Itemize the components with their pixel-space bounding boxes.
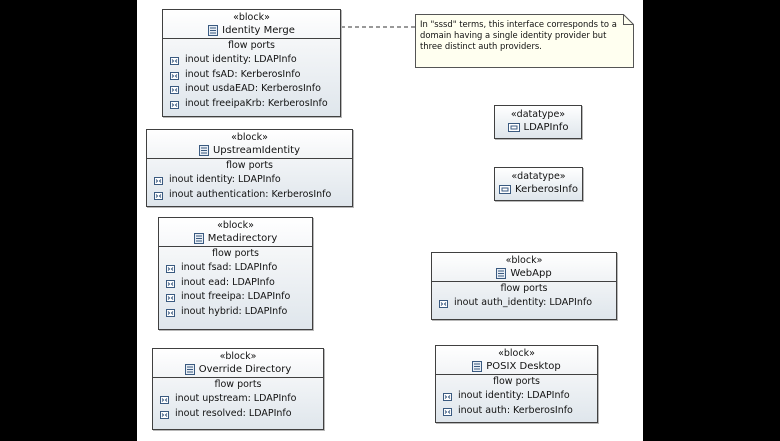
block-icon bbox=[193, 233, 204, 244]
flow-port-icon bbox=[170, 85, 179, 95]
port-label: inout usdaEAD: KerberosInfo bbox=[185, 83, 321, 94]
block-icon bbox=[472, 361, 483, 372]
flow-port[interactable]: inout resolved: LDAPInfo bbox=[153, 407, 323, 422]
flow-port-icon bbox=[443, 407, 452, 416]
flow-port-icon bbox=[170, 56, 179, 66]
datatype-stereotype: «datatype» bbox=[511, 171, 566, 182]
note-connector bbox=[341, 26, 415, 28]
flow-port[interactable]: inout auth: KerberosInfo bbox=[436, 404, 597, 419]
flow-ports-compartment: flow ports inout identity: LDAPInfo inou… bbox=[147, 158, 352, 204]
flow-port-icon bbox=[154, 176, 163, 186]
compartment-title: flow ports bbox=[214, 379, 262, 390]
flow-port[interactable]: inout authentication: KerberosInfo bbox=[147, 188, 352, 203]
block-icon bbox=[184, 364, 195, 375]
block-icon bbox=[208, 25, 219, 36]
block-stereotype: «block» bbox=[219, 351, 257, 362]
block-upstream-identity[interactable]: «block» UpstreamIdentity flow ports inou… bbox=[146, 129, 353, 207]
flow-port[interactable]: inout fsAD: KerberosInfo bbox=[163, 68, 340, 83]
block-posix-desktop[interactable]: «block» POSIX Desktop flow ports inout i… bbox=[435, 345, 598, 423]
flow-port[interactable]: inout fsad: LDAPInfo bbox=[159, 261, 312, 276]
datatype-name: LDAPInfo bbox=[523, 122, 569, 133]
datatype-icon bbox=[507, 123, 520, 132]
block-icon bbox=[198, 145, 209, 156]
flow-port-icon bbox=[160, 395, 169, 405]
flow-port-icon bbox=[170, 71, 179, 80]
flow-port-icon bbox=[166, 293, 175, 303]
compartment-title: flow ports bbox=[227, 40, 275, 51]
block-stereotype: «block» bbox=[231, 132, 268, 143]
note-shape bbox=[415, 14, 634, 68]
flow-port[interactable]: inout usdaEAD: KerberosInfo bbox=[163, 82, 340, 97]
flow-port-icon bbox=[166, 264, 175, 274]
flow-port[interactable]: inout freeipa: LDAPInfo bbox=[159, 290, 312, 305]
flow-port[interactable]: inout hybrid: LDAPInfo bbox=[159, 305, 312, 320]
flow-port-icon bbox=[443, 392, 452, 402]
flow-ports-compartment: flow ports inout fsad: LDAPInfo inout ea… bbox=[159, 246, 312, 321]
port-label: inout identity: LDAPInfo bbox=[169, 174, 281, 185]
port-label: inout fsad: LDAPInfo bbox=[181, 262, 278, 273]
port-label: inout upstream: LDAPInfo bbox=[175, 393, 297, 404]
block-name: Identity Merge bbox=[222, 25, 295, 36]
flow-ports-compartment: flow ports inout identity: LDAPInfo inou… bbox=[163, 38, 340, 113]
block-stereotype: «block» bbox=[498, 348, 535, 359]
block-name: UpstreamIdentity bbox=[212, 145, 301, 156]
port-label: inout identity: LDAPInfo bbox=[185, 54, 297, 65]
flow-port[interactable]: inout upstream: LDAPInfo bbox=[153, 392, 323, 407]
port-label: inout freeipaKrb: KerberosInfo bbox=[185, 97, 328, 109]
block-name: POSIX Desktop bbox=[486, 361, 561, 372]
block-identity-merge[interactable]: «block» Identity Merge flow ports inout … bbox=[162, 9, 341, 117]
block-stereotype: «block» bbox=[217, 220, 254, 231]
compartment-title: flow ports bbox=[500, 283, 548, 294]
flow-port[interactable]: inout identity: LDAPInfo bbox=[163, 53, 340, 68]
flow-port[interactable]: inout auth_identity: LDAPInfo bbox=[432, 296, 616, 311]
port-label: inout resolved: LDAPInfo bbox=[175, 407, 292, 419]
block-override-directory[interactable]: «block» Override Directory flow ports in… bbox=[152, 348, 324, 430]
block-webapp[interactable]: «block» WebApp flow ports inout auth_ide… bbox=[431, 252, 617, 320]
block-metadirectory[interactable]: «block» Metadirectory flow ports inout f… bbox=[158, 217, 313, 330]
datatype-kerberosinfo[interactable]: «datatype» KerberosInfo bbox=[494, 167, 583, 201]
diagram-canvas: In "sssd" terms, this interface correspo… bbox=[137, 0, 643, 441]
block-stereotype: «block» bbox=[505, 255, 543, 266]
datatype-stereotype: «datatype» bbox=[510, 109, 566, 120]
port-label: inout authentication: KerberosInfo bbox=[169, 188, 332, 200]
flow-port[interactable]: inout freeipaKrb: KerberosInfo bbox=[163, 97, 340, 112]
flow-ports-compartment: flow ports inout identity: LDAPInfo inou… bbox=[436, 374, 597, 420]
flow-port-icon bbox=[160, 410, 169, 419]
flow-ports-compartment: flow ports inout auth_identity: LDAPInfo bbox=[432, 281, 616, 313]
flow-port-icon bbox=[439, 299, 448, 309]
flow-port[interactable]: inout ead: LDAPInfo bbox=[159, 276, 312, 291]
datatype-ldapinfo[interactable]: «datatype» LDAPInfo bbox=[494, 105, 582, 139]
compartment-title: flow ports bbox=[492, 376, 540, 387]
comment-note[interactable]: In "sssd" terms, this interface correspo… bbox=[415, 14, 634, 68]
flow-port-icon bbox=[170, 100, 179, 109]
port-label: inout auth_identity: LDAPInfo bbox=[454, 297, 593, 308]
block-name: WebApp bbox=[510, 268, 552, 279]
flow-port-icon bbox=[166, 279, 175, 288]
flow-ports-compartment: flow ports inout upstream: LDAPInfo inou… bbox=[153, 377, 323, 423]
block-name: Override Directory bbox=[198, 364, 292, 375]
compartment-title: flow ports bbox=[225, 160, 273, 171]
flow-port[interactable]: inout identity: LDAPInfo bbox=[436, 389, 597, 404]
block-icon bbox=[496, 268, 507, 279]
compartment-title: flow ports bbox=[211, 248, 259, 259]
port-label: inout hybrid: LDAPInfo bbox=[181, 305, 288, 317]
port-label: inout auth: KerberosInfo bbox=[458, 404, 573, 416]
port-label: inout ead: LDAPInfo bbox=[181, 276, 275, 288]
flow-port[interactable]: inout identity: LDAPInfo bbox=[147, 173, 352, 188]
datatype-name: KerberosInfo bbox=[515, 184, 578, 195]
port-label: inout freeipa: LDAPInfo bbox=[181, 291, 291, 302]
port-label: inout fsAD: KerberosInfo bbox=[185, 68, 301, 80]
port-label: inout identity: LDAPInfo bbox=[458, 390, 570, 401]
flow-port-icon bbox=[154, 191, 163, 200]
datatype-icon bbox=[499, 185, 512, 194]
note-text: In "sssd" terms, this interface correspo… bbox=[420, 19, 617, 51]
block-name: Metadirectory bbox=[207, 233, 278, 244]
block-stereotype: «block» bbox=[233, 12, 270, 23]
flow-port-icon bbox=[166, 308, 175, 317]
